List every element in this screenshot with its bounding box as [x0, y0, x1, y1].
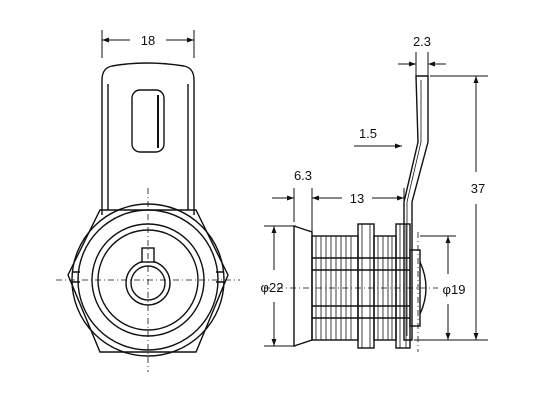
nut-front [357, 223, 375, 349]
nut-front-lines [361, 224, 371, 348]
label-cam-offset: 1.5 [359, 126, 377, 141]
flange [293, 225, 313, 347]
nut-rear [395, 223, 411, 349]
label-body-length: 13 [350, 191, 364, 206]
label-flange-diameter: φ22 [261, 280, 284, 295]
dim-top-width [101, 30, 195, 58]
dim-cam-thickness [398, 52, 446, 76]
label-cam-thickness: 2.3 [413, 34, 431, 49]
nut-rear-lines [399, 224, 407, 348]
front-view [67, 62, 229, 357]
label-overall-height: 37 [471, 181, 485, 196]
dim-body-length [312, 188, 405, 202]
body-bands [312, 257, 410, 319]
label-flange-thickness: 6.3 [294, 168, 312, 183]
side-view [293, 75, 429, 349]
dim-body-diameter [420, 235, 456, 341]
cam-plate [403, 75, 429, 341]
cam-slot [131, 89, 165, 153]
dim-flange-diameter [264, 225, 296, 347]
side-center-line [264, 232, 438, 352]
cam-plate-inner [406, 80, 422, 336]
front-center-lines [56, 188, 240, 372]
cam-tongue [101, 62, 195, 215]
label-top-width: 18 [141, 33, 155, 48]
dim-flange-thickness [272, 188, 332, 232]
hex-nut [67, 209, 229, 353]
label-body-diameter: φ19 [443, 282, 466, 297]
